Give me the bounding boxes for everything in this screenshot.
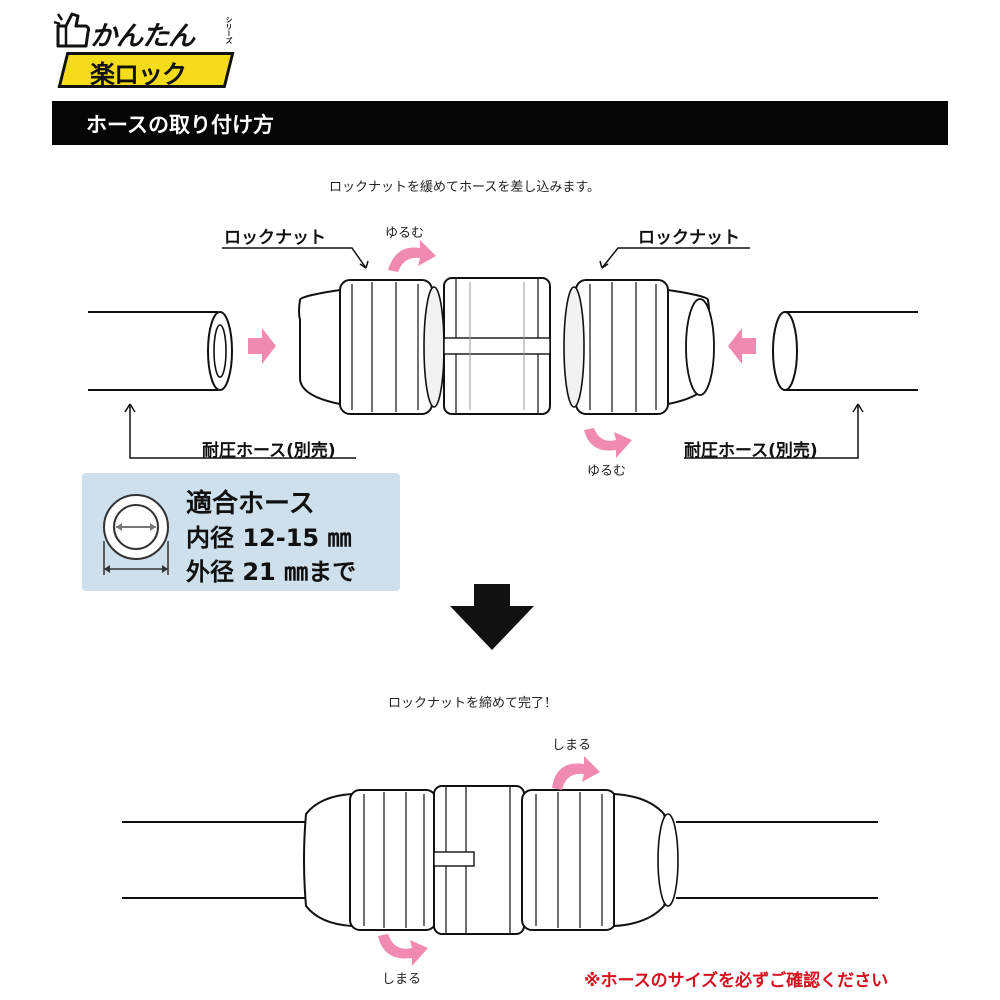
- loosen-label-bottom: ゆるむ: [587, 464, 627, 479]
- logo: かんたん シリーズ 楽ロック: [52, 8, 242, 92]
- left-lock-nut: [298, 279, 445, 415]
- logo-top-text: かんたん: [90, 21, 195, 52]
- tighten-arrow-top-icon: [552, 756, 600, 790]
- step2-instruction: ロックナットを締めて完了！: [388, 696, 558, 711]
- hose-label-right: 耐圧ホース(別売): [684, 441, 818, 461]
- center-joint-body-tightened: [433, 785, 525, 935]
- page-title: ホースの取り付け方: [86, 113, 274, 137]
- spec-title: 適合ホース: [186, 489, 315, 519]
- tighten-label-bottom: しまる: [382, 972, 422, 987]
- loosen-arrow-top-icon: [388, 240, 436, 272]
- hose-cross-section-icon: [103, 494, 169, 575]
- right-lock-nut-tightened: [521, 789, 679, 931]
- insert-arrow-right-icon: [248, 328, 276, 364]
- spec-outer-diameter: 外径 21 ㎜まで: [186, 558, 357, 586]
- spec-inner-diameter: 内径 12-15 ㎜: [186, 524, 352, 552]
- tighten-label-top: しまる: [552, 738, 592, 753]
- compatible-hose-spec-box: 適合ホース 内径 12-15 ㎜ 外径 21 ㎜まで: [82, 473, 400, 591]
- lock-nut-label-right: ロックナット: [638, 228, 740, 248]
- loosen-arrow-bottom-icon: [584, 428, 632, 458]
- lock-nut-label-left: ロックナット: [224, 228, 326, 248]
- step1-instruction: ロックナットを緩めてホースを差し込みます。: [329, 180, 601, 195]
- logo-series-text: シリーズ: [225, 16, 233, 44]
- logo-bottom-text: 楽ロック: [90, 60, 187, 89]
- hose-label-left: 耐圧ホース(別売): [202, 441, 336, 461]
- step2-illustration: [122, 756, 878, 966]
- left-lock-nut-tightened: [303, 789, 437, 931]
- insert-arrow-left-icon: [728, 328, 756, 364]
- right-hose-end: [772, 311, 798, 391]
- step1-illustration: [88, 240, 918, 459]
- tighten-arrow-bottom-icon: [378, 934, 428, 966]
- thumbs-up-hand-icon: [53, 12, 91, 48]
- loosen-label-top: ゆるむ: [385, 226, 425, 241]
- down-arrow-icon: [450, 584, 534, 650]
- hose-size-warning: ※ホースのサイズを必ずご確認ください: [584, 971, 889, 991]
- section-title-bar: ホースの取り付け方: [52, 101, 948, 145]
- center-joint-body: [443, 277, 551, 415]
